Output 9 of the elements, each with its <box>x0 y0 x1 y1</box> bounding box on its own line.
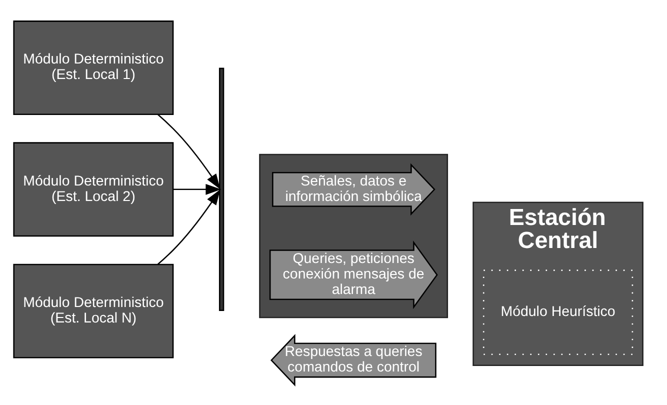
arrow <box>173 183 222 194</box>
arrow <box>157 114 220 189</box>
node-box: Módulo Heurístico <box>482 269 634 355</box>
cluster <box>259 153 448 318</box>
node-box: Módulo Deterministico (Est. Local N) <box>13 263 174 358</box>
node-bar <box>218 67 224 311</box>
node-box: Módulo Deterministico (Est. Local 1) <box>13 20 174 114</box>
node-box: Módulo Deterministico (Est. Local 2) <box>13 142 174 236</box>
arrow <box>157 188 220 264</box>
